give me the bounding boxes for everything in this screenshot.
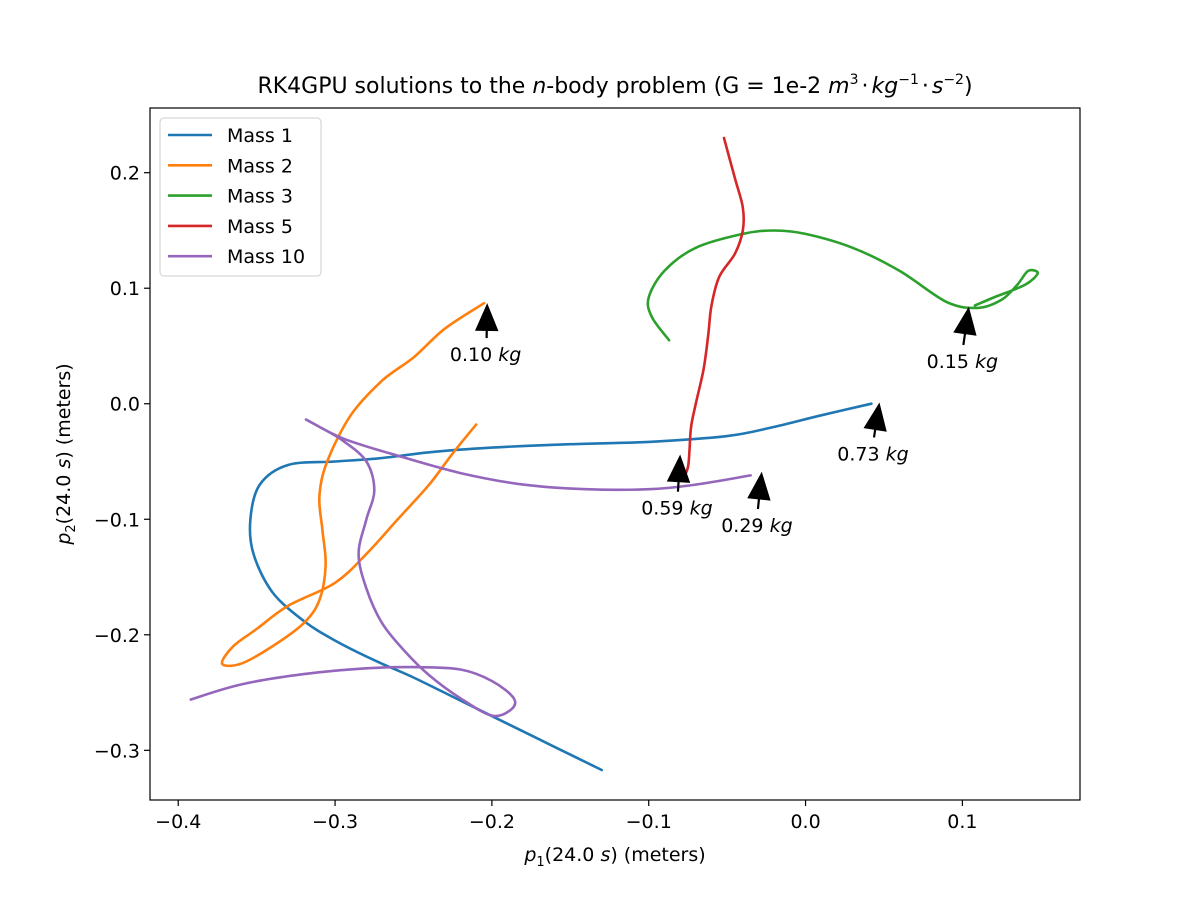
legend-label: Mass 1 bbox=[227, 125, 293, 147]
legend-label: Mass 2 bbox=[227, 155, 293, 177]
annotation-arrow-head bbox=[863, 402, 887, 432]
legend-label: Mass 3 bbox=[227, 186, 293, 208]
annotation-arrow-shaft bbox=[962, 333, 967, 346]
x-axis-ticks: −0.4 −0.3 −0.2 −0.1 0.0 0.1 bbox=[155, 800, 977, 833]
x-tick-label: 0.1 bbox=[947, 811, 977, 833]
y-tick-label: −0.1 bbox=[94, 509, 140, 531]
x-tick-label: −0.4 bbox=[155, 811, 201, 833]
y-tick-label: −0.2 bbox=[94, 625, 140, 647]
series-line-mass-5 bbox=[681, 136, 746, 481]
annotation-arrow-shaft bbox=[676, 481, 680, 492]
annotation-label: 0.29 kg bbox=[721, 515, 792, 537]
chart-title: RK4GPU solutions to the n-body problem (… bbox=[257, 72, 972, 99]
y-tick-label: −0.3 bbox=[94, 740, 140, 762]
y-tick-label: 0.2 bbox=[110, 163, 140, 185]
x-tick-label: −0.2 bbox=[469, 811, 515, 833]
annotation-label: 0.73 kg bbox=[837, 443, 908, 465]
series-line-mass-3 bbox=[646, 229, 1039, 342]
legend: Mass 1 Mass 2 Mass 3 Mass 5 Mass 10 bbox=[159, 117, 322, 277]
y-axis-label: p2(24.0 s) (meters) bbox=[53, 363, 79, 545]
y-axis-ticks: 0.2 0.1 0.0 −0.1 −0.2 −0.3 bbox=[94, 163, 150, 762]
annotation-label: 0.15 kg bbox=[927, 351, 998, 373]
annotation-arrow-head bbox=[747, 471, 771, 501]
mass-annotations: 0.10 kg 0.15 kg 0.73 kg 0.59 kg 0.29 kg bbox=[450, 303, 998, 537]
x-tick-label: 0.0 bbox=[790, 811, 820, 833]
annotation-arrow-head bbox=[953, 306, 977, 336]
x-axis-label: p1(24.0 s) (meters) bbox=[523, 844, 705, 870]
annotation-label: 0.59 kg bbox=[641, 498, 712, 520]
annotation-arrow-shaft bbox=[872, 429, 877, 438]
plot-area-frame bbox=[149, 107, 1081, 801]
series-line-mass-1 bbox=[248, 402, 873, 772]
legend-label: Mass 5 bbox=[227, 216, 293, 238]
legend-label: Mass 10 bbox=[227, 246, 305, 268]
y-tick-label: 0.1 bbox=[110, 278, 140, 300]
annotation-arrow-head bbox=[474, 303, 499, 332]
x-tick-label: −0.3 bbox=[312, 811, 358, 833]
annotation-label: 0.10 kg bbox=[450, 344, 521, 366]
annotation-arrow-shaft bbox=[756, 498, 761, 510]
legend-box bbox=[159, 117, 322, 277]
series-line-mass-2 bbox=[220, 301, 486, 668]
annotation-arrow-head bbox=[666, 454, 691, 483]
series-line-mass-10 bbox=[189, 418, 752, 718]
trajectory-curves bbox=[189, 136, 1039, 772]
y-tick-label: 0.0 bbox=[110, 394, 140, 416]
x-tick-label: −0.1 bbox=[626, 811, 672, 833]
